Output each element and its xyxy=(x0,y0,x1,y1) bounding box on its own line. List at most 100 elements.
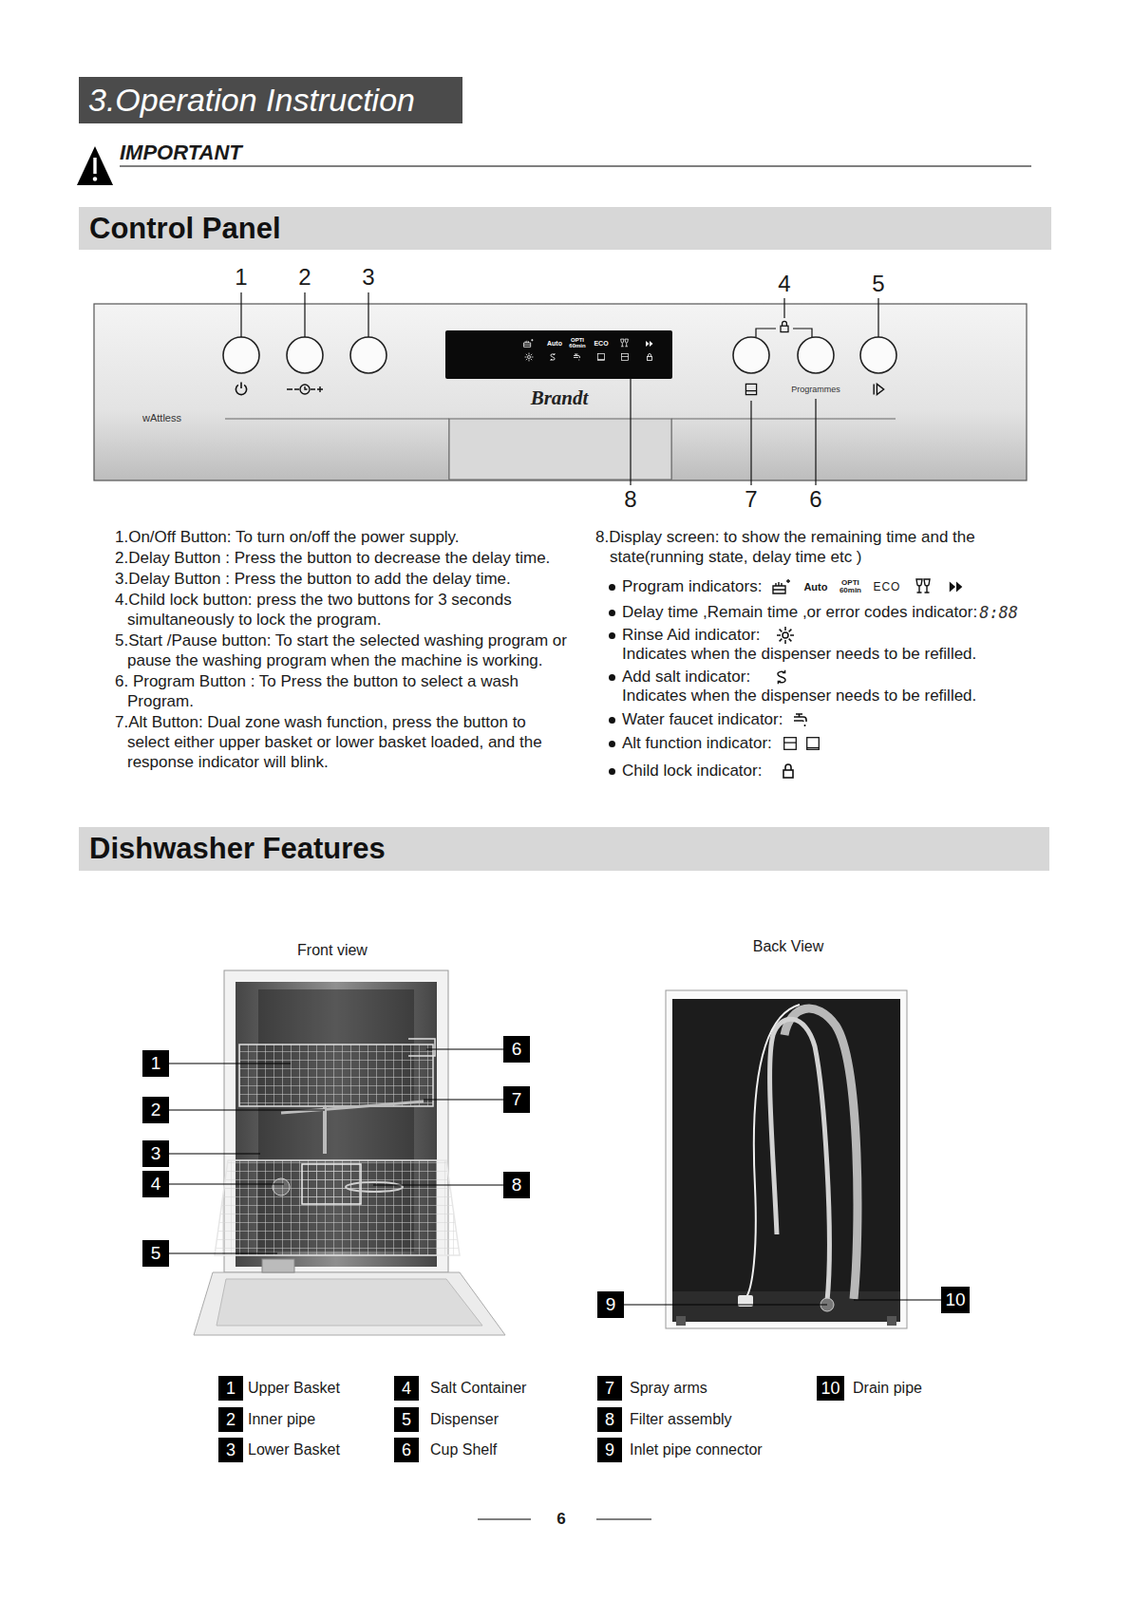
bullet xyxy=(608,768,616,775)
brand-logo: Brandt xyxy=(502,386,617,410)
indicator-text: Rinse Aid indicator: xyxy=(622,625,761,645)
circle-shape xyxy=(300,384,310,395)
use-shape xyxy=(525,353,534,362)
indicator-row: Delay time ,Remain time ,or error codes … xyxy=(608,602,1019,623)
path-shape xyxy=(770,1018,831,1302)
part-name: Inlet pipe connector xyxy=(629,1440,763,1460)
series-logo: wAttless xyxy=(142,412,182,425)
path-shape xyxy=(310,386,323,393)
g-shape xyxy=(169,1049,942,1305)
callout-number: 6 xyxy=(787,487,845,512)
key-number: 1 xyxy=(218,1376,244,1401)
ff-icon xyxy=(947,578,965,596)
rect-shape xyxy=(665,990,907,1329)
path-shape xyxy=(784,1008,858,1300)
bullet xyxy=(608,632,616,640)
node-text: 2 xyxy=(226,1410,236,1431)
rect-shape xyxy=(672,1291,901,1322)
indicator-text: ECO xyxy=(872,580,901,594)
line-shape xyxy=(477,1518,531,1520)
use-shape xyxy=(622,354,629,361)
circle-shape xyxy=(860,337,897,374)
button-label: Programmes xyxy=(782,384,849,396)
line-shape xyxy=(426,1048,504,1050)
line-shape xyxy=(303,292,305,338)
node-text: 3 xyxy=(226,1440,236,1461)
glass-icon xyxy=(913,577,933,597)
node-text: 1 xyxy=(150,1053,162,1075)
use-shape xyxy=(773,579,791,594)
polygon-shape xyxy=(76,146,114,186)
description-item: 1.On/Off Button: To turn on/off the powe… xyxy=(114,527,571,548)
node-text: 9 xyxy=(605,1294,617,1316)
rinse-aid-icon xyxy=(775,625,795,645)
node-text: 6 xyxy=(511,1038,523,1060)
indicator-text: Delay time ,Remain time ,or error codes … xyxy=(622,603,978,623)
bullet xyxy=(608,740,616,748)
view-caption: Back View xyxy=(693,937,884,957)
view-caption: Front view xyxy=(237,941,428,961)
indicator-row: Rinse Aid indicator: xyxy=(608,624,795,646)
display-text: OPTI 60min xyxy=(567,337,587,349)
indicator-text: Add salt indicator: xyxy=(622,667,751,687)
part-name: Filter assembly xyxy=(629,1410,733,1430)
indicator-row: Program indicators: Auto OPTI 60min ECO xyxy=(608,576,965,598)
section-band: Control Panel xyxy=(78,207,1052,250)
line-shape xyxy=(596,1518,652,1520)
node-text: 10 xyxy=(820,1378,840,1399)
callout-square: 9 xyxy=(597,1291,624,1319)
key-number: 4 xyxy=(394,1376,419,1401)
callout-square: 3 xyxy=(142,1140,170,1168)
indicator-text: OPTI 60min xyxy=(838,579,862,595)
node-text: 6 xyxy=(401,1440,412,1461)
part-name: Lower Basket xyxy=(247,1440,340,1460)
section-title-band: 3.Operation Instruction xyxy=(78,76,463,124)
key-number: 3 xyxy=(218,1437,244,1463)
use-shape xyxy=(645,340,654,347)
path-shape xyxy=(286,388,300,390)
polygon-shape xyxy=(193,1272,506,1336)
bullet xyxy=(608,609,616,617)
node-text: Dishwasher Features xyxy=(89,831,386,867)
polygon-shape xyxy=(214,1160,460,1256)
bullet xyxy=(608,584,616,591)
line-shape xyxy=(783,298,785,319)
circle-shape xyxy=(286,337,323,374)
callout-number: 2 xyxy=(276,264,334,290)
use-shape xyxy=(873,383,884,395)
indicator-text: Program indicators: xyxy=(622,577,762,597)
rect-shape xyxy=(93,157,96,174)
use-shape xyxy=(621,339,629,347)
rect-shape xyxy=(672,999,901,1322)
display-text: Auto xyxy=(540,339,569,349)
description-item: 2.Delay Button : Press the button to dec… xyxy=(114,547,571,568)
line-shape xyxy=(853,1299,942,1301)
node-text: 3.Operation Instruction xyxy=(88,81,416,119)
faucet-icon xyxy=(792,710,812,730)
line-shape xyxy=(119,166,1032,168)
rect-shape xyxy=(94,303,1027,481)
callout-number: 8 xyxy=(602,487,660,512)
callout-square: 6 xyxy=(503,1036,530,1063)
use-shape xyxy=(235,382,246,396)
line-shape xyxy=(877,298,879,338)
line-shape xyxy=(169,1109,325,1111)
line-shape xyxy=(367,292,369,338)
callout-number: 3 xyxy=(339,264,397,290)
use-shape xyxy=(916,579,930,593)
callout-square: 5 xyxy=(142,1240,170,1267)
ellipse-shape xyxy=(345,1182,403,1192)
key-number: 5 xyxy=(394,1407,419,1433)
indicator-text: Child lock indicator: xyxy=(622,761,762,781)
use-shape xyxy=(784,737,797,751)
description-item: 6. Program Button : To Press the button … xyxy=(114,671,571,712)
use-shape xyxy=(573,354,581,361)
node-text: 7 xyxy=(511,1089,523,1111)
path-shape xyxy=(408,1038,435,1057)
line-shape xyxy=(169,1062,291,1064)
node-text: 1 xyxy=(226,1378,236,1399)
path-shape xyxy=(225,418,896,480)
callout-square: 4 xyxy=(142,1170,170,1198)
callout-square: 8 xyxy=(503,1171,530,1199)
node-text: 10 xyxy=(944,1289,965,1311)
